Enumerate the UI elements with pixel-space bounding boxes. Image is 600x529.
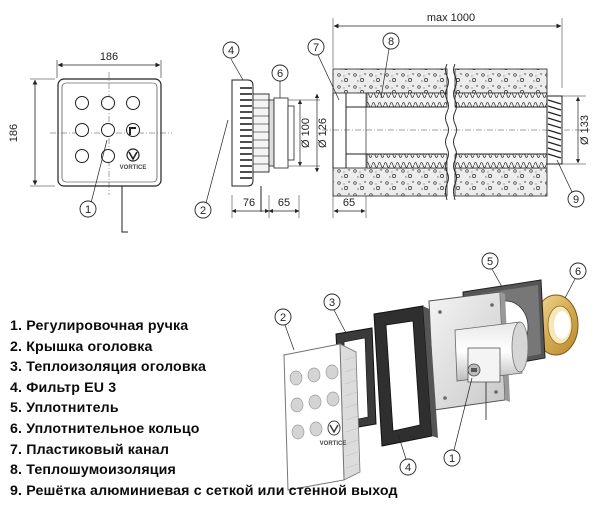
legend-item-7: 7. Пластиковый канал [10,441,169,458]
legend-item-3: 3. Теплоизоляция оголовка [10,359,207,376]
callout-6-exploded-number: 6 [575,266,581,278]
callout-1-exploded [443,449,461,467]
front-cover-holes [75,96,140,163]
callout-2-exploded [274,308,292,326]
side-depth-dimensions: 76 65 [231,195,300,218]
depth-rear-label: 65 [278,197,290,209]
diameter-outer-label: Ø 126 [317,118,329,148]
diameter-inner-label: Ø 100 [300,118,312,148]
brand-label-3d: VORTICE [320,441,347,447]
legend-item-1: 1. Регулировочная ручка [10,318,189,334]
callout-4-exploded-number: 4 [405,462,411,474]
height-label: 186 [8,124,20,142]
callout-4-side-number: 4 [228,45,234,57]
callout-6-side-number: 6 [277,68,283,80]
callout-4-exploded [399,458,417,476]
insulation-top [366,92,448,108]
insulation-bottom [366,153,448,169]
grille-diameter-dimension: Ø 133 [562,95,591,165]
callout-1-front [79,200,97,218]
callout-9 [567,190,585,208]
wall-depth-dimension: 65 [332,196,367,218]
front-height-dimension: 186 [8,78,55,187]
legend-item-8: 8. Теплошумоизоляция [10,462,176,479]
filter-pleats [240,87,252,179]
callout-3-exploded-number: 3 [329,297,335,309]
adjustment-knob-icon [126,123,140,137]
callout-1-exploded-number: 1 [449,453,455,465]
front-cover-3d: VORTICE [282,343,361,491]
exploded-view: VORTICE 2 3 4 1 5 6 [274,252,587,491]
front-view: 186 186 VORTICE 1 [8,51,172,233]
callout-9-number: 9 [573,194,579,206]
depth-front-label: 76 [243,197,255,209]
callout-3-exploded [323,293,341,311]
brand-label: VORTICE [120,165,147,171]
callout-8-number: 8 [388,36,394,48]
cover-insulation-frame [373,305,438,447]
callout-6-exploded [569,262,587,280]
depth-wall-label: 65 [343,197,355,209]
side-view: Ø 100 Ø 126 76 65 4 6 2 [194,41,329,219]
parts-legend: 1. Регулировочная ручка 2. Крышка оголов… [10,316,398,501]
legend-item-5: 5. Уплотнитель [10,400,119,417]
callout-6-side [271,64,289,82]
regulator-knob-3d [467,347,501,383]
legend-item-6: 6. Уплотнительное кольцо [10,420,200,437]
callout-4-side [222,41,240,59]
callout-8 [382,32,400,50]
callout-2-exploded-number: 2 [280,312,286,324]
callout-1-front-number: 1 [85,204,91,216]
wall-section: max 1000 [307,12,591,218]
width-label: 186 [100,51,118,63]
callout-7-number: 7 [313,42,319,54]
aluminium-grille [546,95,563,165]
vortice-logo-3d-icon [327,420,341,436]
legend-item-9: 9. Решётка алюминиевая с сеткой или стен… [10,482,398,499]
sealing-ring [533,294,579,356]
callout-5-exploded-number: 5 [487,256,493,268]
max-length-label: max 1000 [427,12,475,24]
front-width-dimension: 186 [56,51,162,78]
callout-2-side-number: 2 [200,205,206,217]
side-diameter-dimensions: Ø 100 Ø 126 [288,93,329,173]
power-cable [121,186,128,233]
legend-item-4: 4. Фильтр EU 3 [10,379,117,396]
callout-7 [307,38,325,56]
diameter-grille-label: Ø 133 [579,115,591,145]
legend-item-2: 2. Крышка оголовка [10,338,153,355]
max-length-dimension: max 1000 [332,12,563,88]
callout-5-exploded [481,252,499,270]
callout-2-side [194,201,212,219]
vortice-logo-icon: VORTICE [120,148,147,171]
